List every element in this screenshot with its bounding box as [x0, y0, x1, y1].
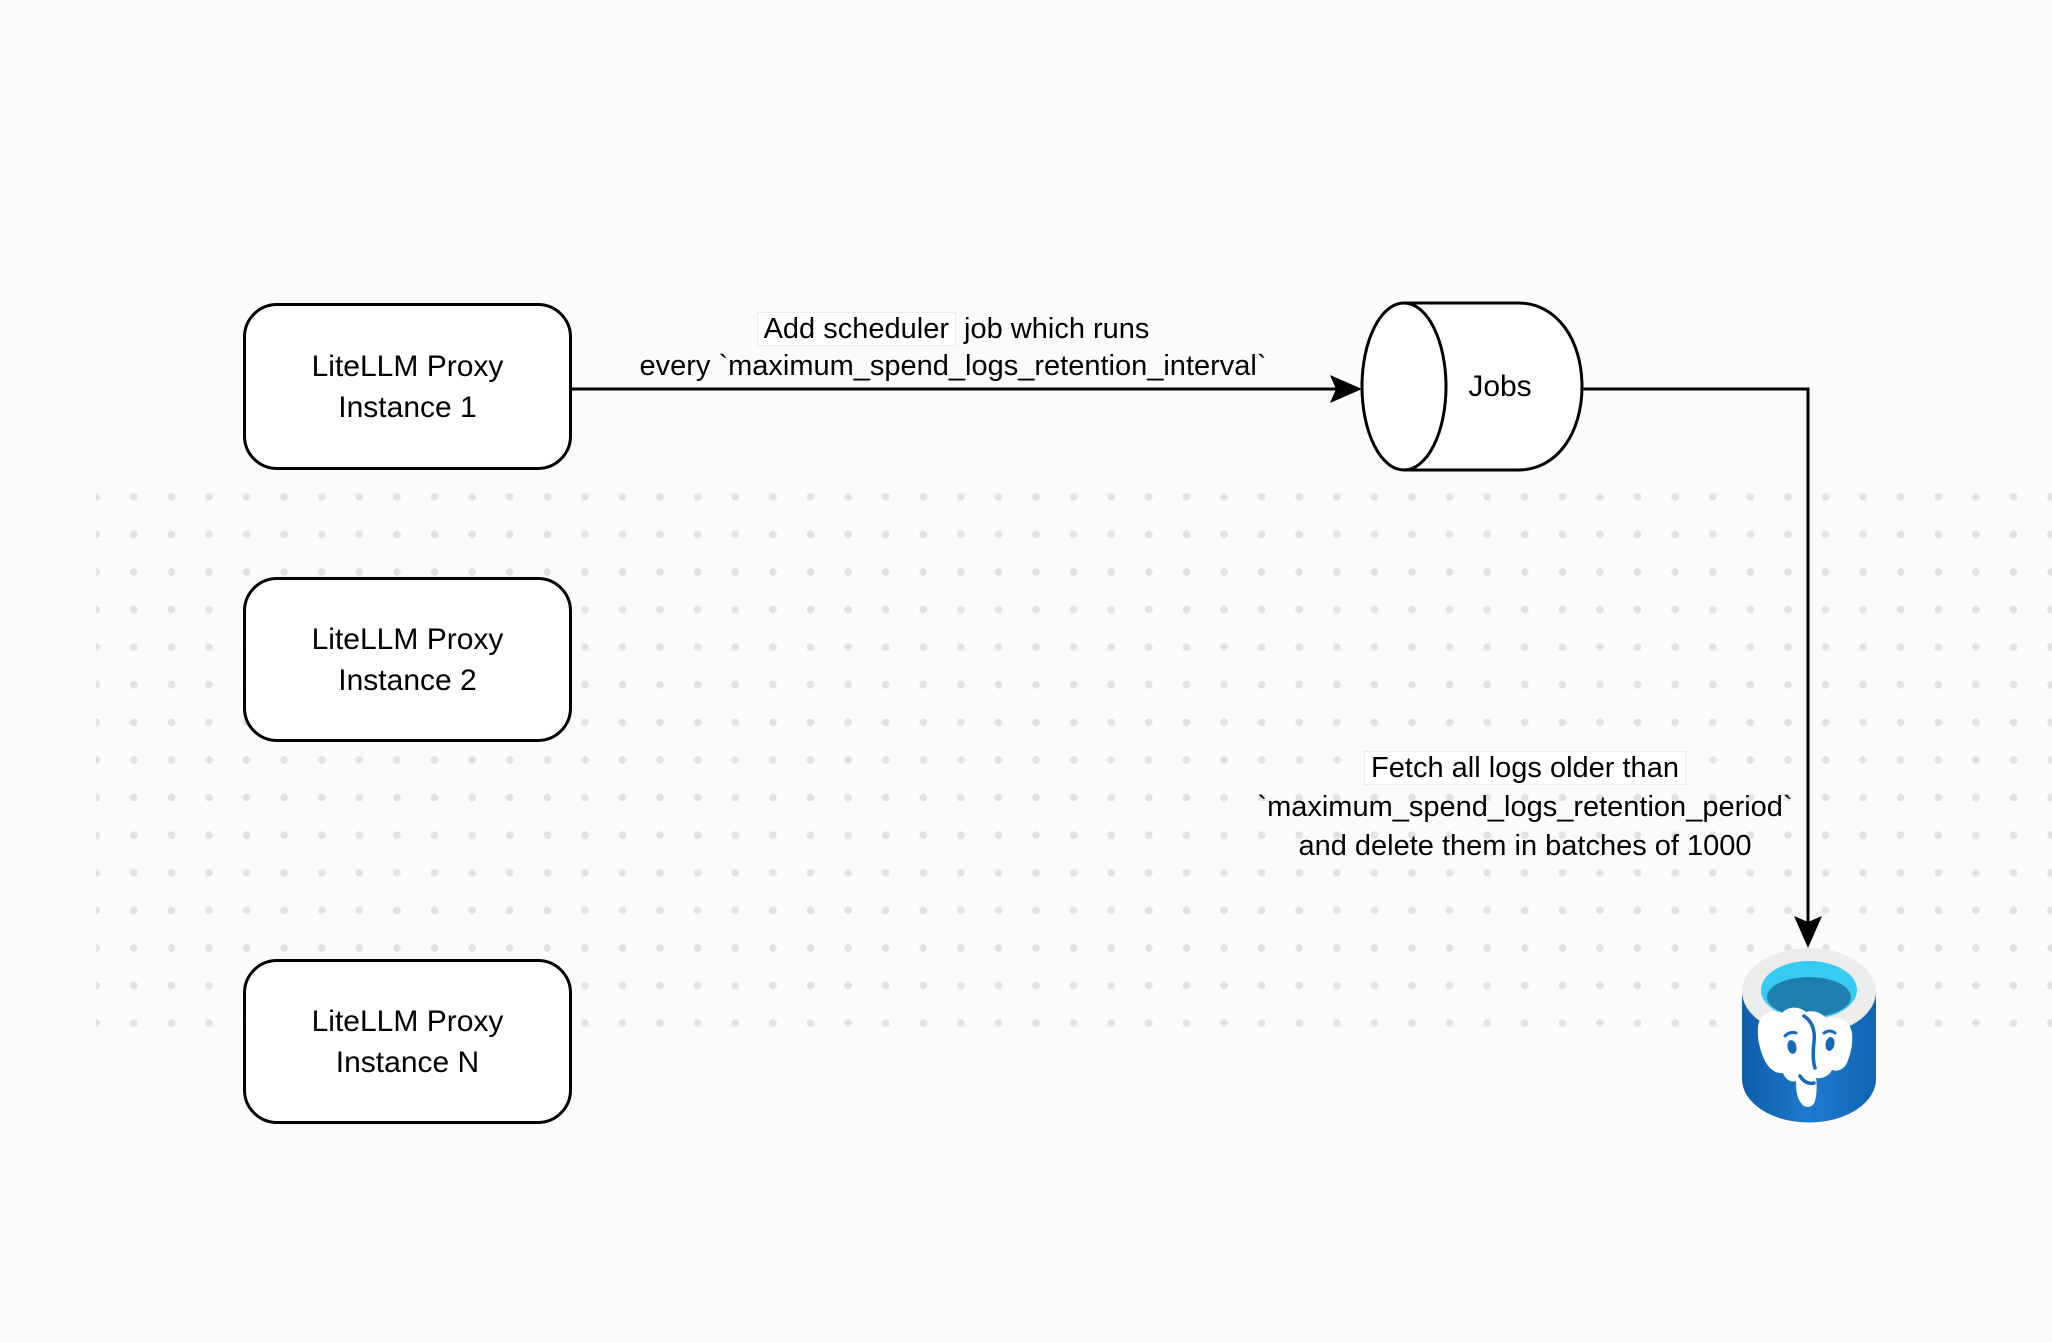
edge-label-line: Fetch all logs older than: [1172, 749, 1878, 788]
edge-label-chip: Fetch all logs older than: [1364, 751, 1686, 785]
edge-label-fetch: Fetch all logs older than `maximum_spend…: [1172, 749, 1878, 866]
edge-label-line: `maximum_spend_logs_retention_period`: [1257, 791, 1793, 823]
jobs-cylinder-label: Jobs: [1468, 370, 1532, 403]
edge-label-chip: Add scheduler: [756, 312, 956, 346]
postgresql-database-icon: [1742, 948, 1876, 1123]
node-litellm-proxy-instance-n: LiteLLM Proxy Instance N: [243, 959, 572, 1124]
edge-label-line: Add scheduler job which runs: [600, 311, 1306, 348]
node-litellm-proxy-instance-1: LiteLLM Proxy Instance 1: [243, 303, 572, 470]
edge-label-line: every `maximum_spend_logs_retention_inte…: [639, 350, 1267, 382]
db-top-teal: [1767, 977, 1851, 1017]
edge-scheduler-arrow: [572, 375, 1362, 403]
node-label-line: Instance 1: [338, 390, 477, 424]
edge-label-scheduler: Add scheduler job which runs every `maxi…: [600, 311, 1306, 385]
postgres-elephant: [1757, 1007, 1853, 1107]
node-label-line: LiteLLM Proxy: [311, 622, 504, 656]
edge-label-line: and delete them in batches of 1000: [1298, 830, 1752, 862]
node-litellm-proxy-instance-2: LiteLLM Proxy Instance 2: [243, 577, 572, 742]
node-label-line: LiteLLM Proxy: [311, 1004, 504, 1038]
jobs-cylinder: [1360, 301, 1584, 472]
node-label-line: Instance 2: [338, 663, 477, 697]
edge-fetch-arrow: [1582, 387, 1822, 948]
node-label-line: LiteLLM Proxy: [311, 349, 504, 383]
node-label-line: Instance N: [335, 1045, 480, 1079]
